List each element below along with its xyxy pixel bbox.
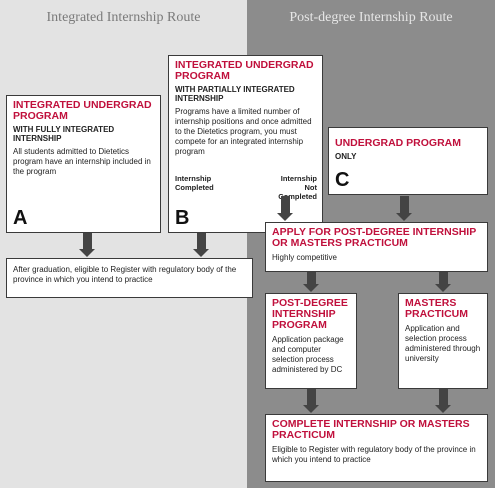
- arrow-b-completed-to-graduation: [193, 233, 210, 257]
- post-degree-route-title: Post-degree Internship Route: [289, 10, 453, 25]
- box-a-title: INTEGRATED UNDERGRAD PROGRAM: [13, 99, 152, 122]
- masters-box: MASTERS PRACTICUM Application and select…: [398, 293, 488, 389]
- arrow-masters-to-complete: [435, 389, 452, 413]
- box-a-subtitle: WITH FULLY INTEGRATED INTERNSHIP: [13, 125, 115, 143]
- box-c-subtitle: ONLY: [335, 152, 357, 161]
- arrow-a-to-graduation: [79, 233, 96, 257]
- integrated-route-title: Integrated Internship Route: [46, 10, 201, 25]
- box-c-undergrad-only: UNDERGRAD PROGRAM ONLY C: [328, 127, 488, 195]
- apply-box: APPLY FOR POST-DEGREE INTERNSHIP OR MAST…: [265, 222, 488, 272]
- box-b-body: Programs have a limited number of intern…: [175, 107, 312, 156]
- apply-body: Highly competitive: [272, 253, 337, 262]
- box-b-letter: B: [175, 207, 190, 229]
- complete-box: COMPLETE INTERNSHIP OR MASTERS PRACTICUM…: [265, 414, 488, 482]
- post-degree-body: Application package and computer selecti…: [272, 335, 344, 374]
- box-b-partially-integrated: INTEGRATED UNDERGRAD PROGRAM WITH PARTIA…: [168, 55, 323, 233]
- box-c-letter: C: [335, 169, 350, 191]
- box-b-subtitle: WITH PARTIALLY INTEGRATED INTERNSHIP: [175, 85, 295, 103]
- apply-title: APPLY FOR POST-DEGREE INTERNSHIP OR MAST…: [272, 226, 477, 249]
- box-b-not-completed-label: Internship Not Completed: [278, 174, 317, 201]
- post-degree-title: POST-DEGREE INTERNSHIP PROGRAM: [272, 297, 348, 331]
- masters-title: MASTERS PRACTICUM: [405, 297, 468, 320]
- box-b-completed-label: Internship Completed: [175, 174, 214, 192]
- complete-body: Eligible to Register with regulatory bod…: [272, 445, 476, 464]
- arrow-apply-to-masters: [435, 272, 452, 292]
- box-b-title: INTEGRATED UNDERGRAD PROGRAM: [175, 59, 314, 82]
- arrow-c-to-apply: [396, 196, 413, 221]
- after-graduation-box: After graduation, eligible to Register w…: [6, 258, 253, 298]
- arrow-post-degree-to-complete: [303, 389, 320, 413]
- box-a-letter: A: [13, 207, 28, 229]
- masters-body: Application and selection process admini…: [405, 324, 481, 363]
- arrow-b-not-completed-to-apply: [277, 196, 294, 221]
- post-degree-box: POST-DEGREE INTERNSHIP PROGRAM Applicati…: [265, 293, 357, 389]
- box-a-fully-integrated: INTEGRATED UNDERGRAD PROGRAM WITH FULLY …: [6, 95, 161, 233]
- box-c-title: UNDERGRAD PROGRAM: [335, 137, 461, 149]
- box-a-body: All students admitted to Dietetics progr…: [13, 147, 151, 176]
- after-graduation-body: After graduation, eligible to Register w…: [13, 265, 237, 284]
- arrow-apply-to-post-degree: [303, 272, 320, 292]
- complete-title: COMPLETE INTERNSHIP OR MASTERS PRACTICUM: [272, 418, 470, 441]
